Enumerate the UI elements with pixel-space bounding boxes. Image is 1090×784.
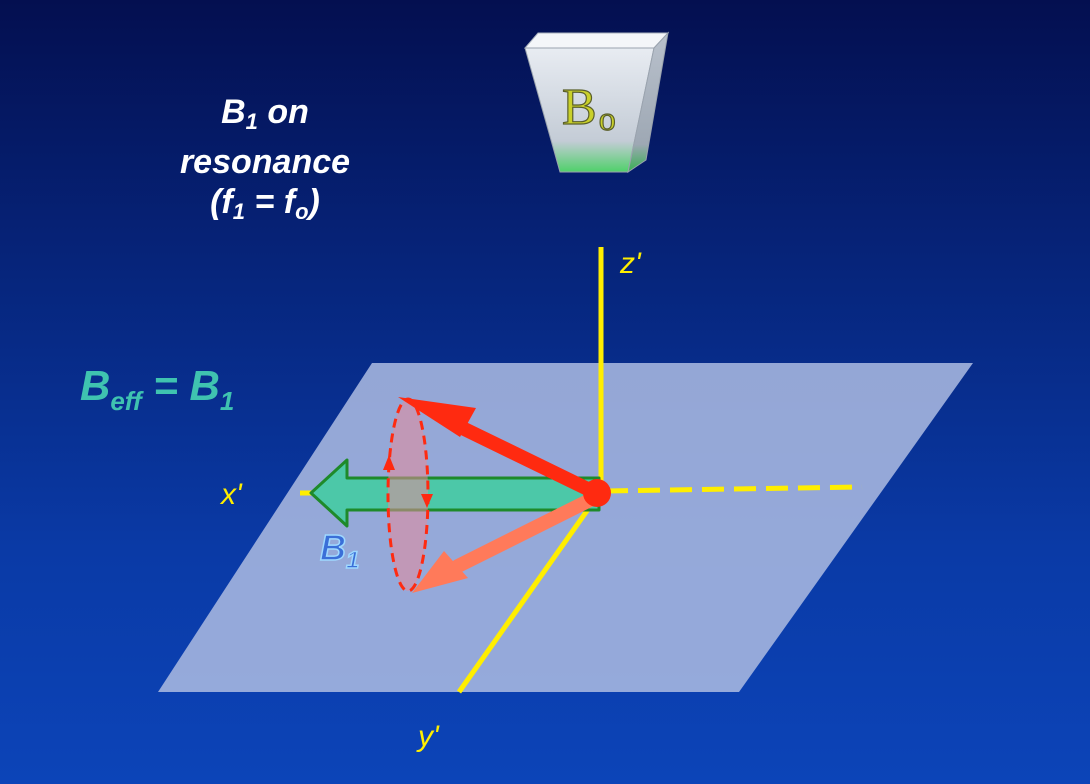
title-line-2: resonance [179,143,351,181]
magnetization-vector-head [398,397,476,437]
path-arrowhead-up [383,455,395,470]
title-line-3: (f1 = fo) [210,183,320,224]
magnet-label: Bo [562,79,616,138]
x-axis-label: x' [221,478,242,511]
z-axis-label: z' [620,247,641,280]
magnetization-vector-lower-head [412,551,468,593]
path-arrowhead-down [421,494,433,508]
y-axis [456,496,599,694]
magnet-b0: Bo [523,31,670,174]
y-axis-label: y' [418,720,439,753]
beff-label: Beff = B1 [80,362,235,416]
transverse-plane [158,363,973,692]
title: B1 on resonance (f1 = fo) [140,92,390,232]
title-line-1: B1 on [221,93,309,134]
b1-vector-label: B1 [320,527,359,574]
magnetization-vector-shaft [443,415,605,501]
magnetization-vector-lower-shaft [451,490,603,573]
origin-dot [583,479,611,507]
x-axis-dashed [605,484,863,494]
